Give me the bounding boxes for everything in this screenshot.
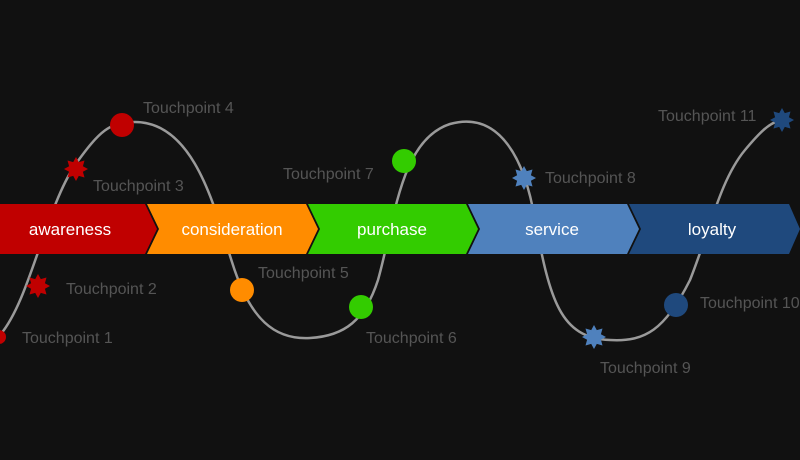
stage-consideration-label: consideration — [181, 220, 282, 239]
touchpoint-9-star-icon — [582, 325, 606, 349]
stage-loyalty-shape — [629, 204, 800, 254]
touchpoint-markers — [0, 108, 794, 349]
stage-consideration-shape — [147, 204, 318, 254]
stage-awareness: awareness — [0, 204, 157, 254]
stage-loyalty-label: loyalty — [688, 220, 737, 239]
touchpoint-5-label: Touchpoint 5 — [258, 265, 349, 282]
stage-awareness-shape — [0, 204, 157, 254]
stage-service-label: service — [525, 220, 579, 239]
touchpoint-10-label: Touchpoint 10 — [700, 295, 800, 312]
touchpoint-7-label: Touchpoint 7 — [283, 166, 374, 183]
touchpoint-11-label: Touchpoint 11 — [658, 108, 757, 125]
touchpoint-8-star-icon — [512, 166, 536, 190]
touchpoint-labels: Touchpoint 1 Touchpoint 2 Touchpoint 3 T… — [22, 100, 800, 377]
stage-service-shape — [468, 204, 639, 254]
touchpoint-2-label: Touchpoint 2 — [66, 281, 157, 298]
touchpoint-4-label: Touchpoint 4 — [143, 100, 234, 117]
stage-chevrons: awareness consideration purchase service… — [0, 204, 800, 254]
touchpoint-4-marker — [110, 113, 134, 137]
stage-purchase: purchase — [308, 204, 478, 254]
touchpoint-2-star-icon — [26, 274, 50, 298]
touchpoint-9-label: Touchpoint 9 — [600, 360, 691, 377]
touchpoint-6-label: Touchpoint 6 — [366, 330, 457, 347]
touchpoint-3-star-icon — [64, 157, 88, 181]
stage-awareness-label: awareness — [29, 220, 111, 239]
stage-loyalty: loyalty — [629, 204, 800, 254]
touchpoint-1-label: Touchpoint 1 — [22, 330, 113, 347]
touchpoint-5-marker — [230, 278, 254, 302]
stage-consideration: consideration — [147, 204, 318, 254]
touchpoint-8-label: Touchpoint 8 — [545, 170, 636, 187]
stage-service: service — [468, 204, 639, 254]
stage-purchase-shape — [308, 204, 478, 254]
stage-purchase-label: purchase — [357, 220, 427, 239]
touchpoint-6-marker — [349, 295, 373, 319]
touchpoint-3-label: Touchpoint 3 — [93, 178, 184, 195]
touchpoint-1-marker — [0, 330, 6, 344]
touchpoint-10-marker — [664, 293, 688, 317]
touchpoint-11-star-icon — [770, 108, 794, 132]
touchpoint-7-marker — [392, 149, 416, 173]
